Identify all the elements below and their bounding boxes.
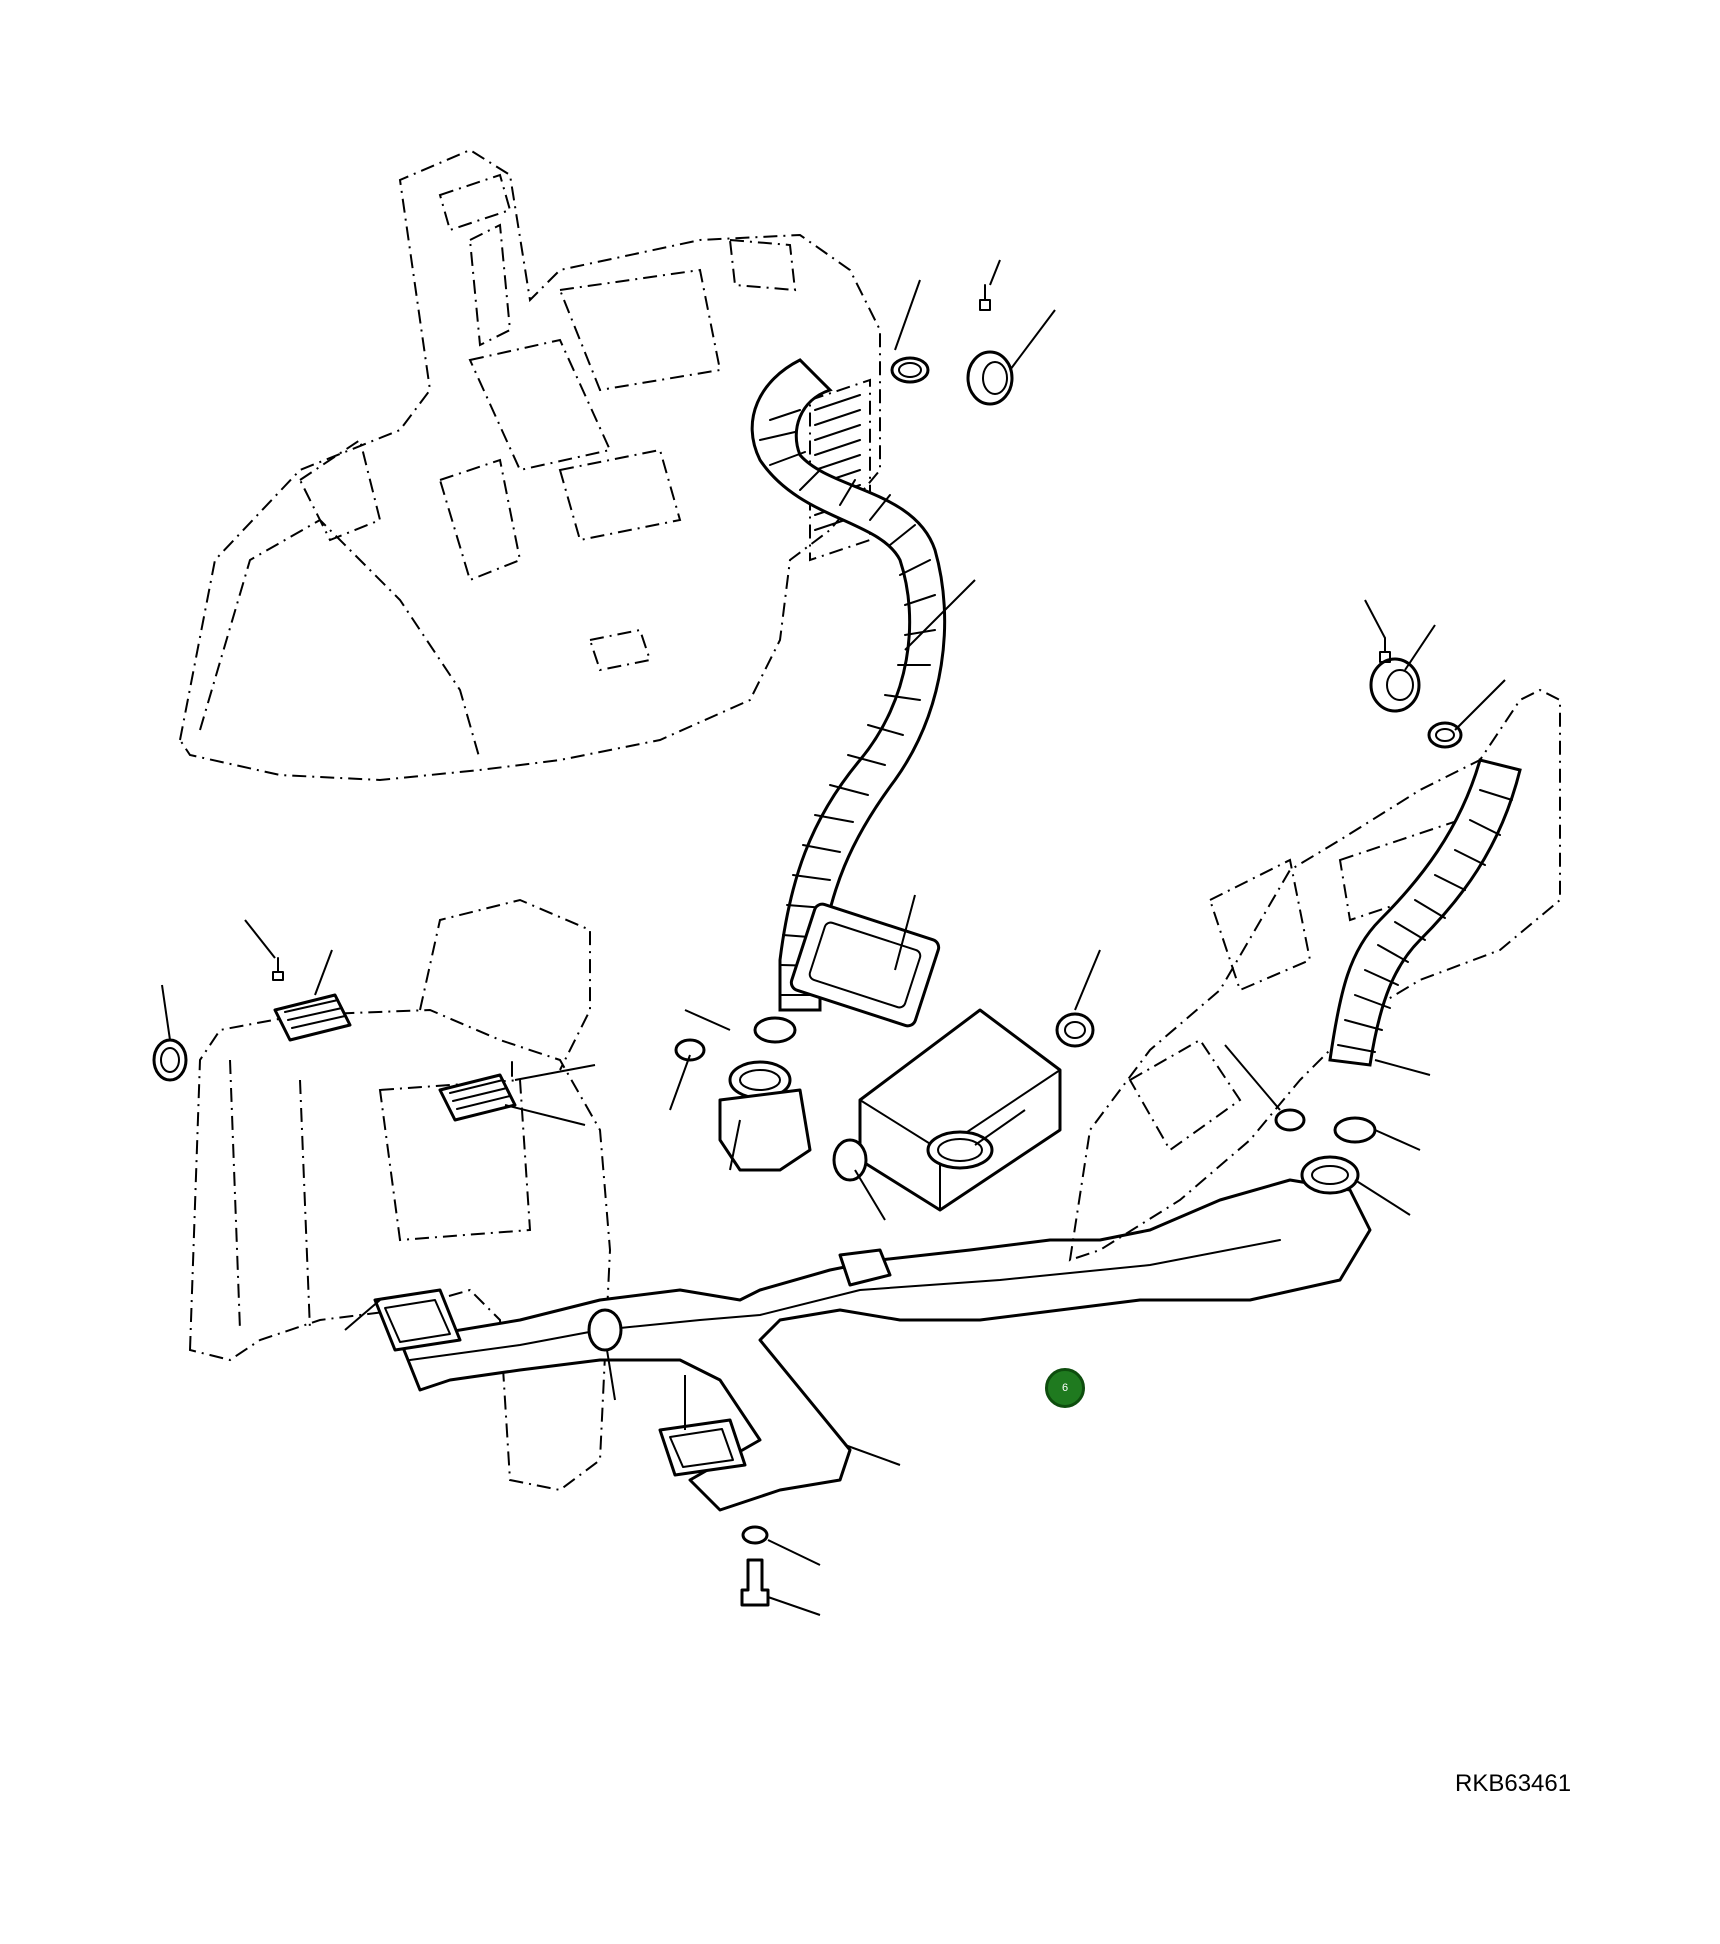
heater-hose-right bbox=[1328, 758, 1522, 1067]
lower-air-duct bbox=[373, 1178, 1372, 1512]
gasket-elbow bbox=[718, 1060, 812, 1172]
plug-left bbox=[674, 1038, 706, 1062]
hose-clamp-top bbox=[890, 356, 930, 384]
heater-hose-upper bbox=[750, 358, 947, 1012]
hose-clamp-heater bbox=[753, 1016, 797, 1044]
heater-unit-box bbox=[789, 902, 1062, 1212]
cap-heater bbox=[832, 1138, 868, 1182]
upper-dashboard-panel bbox=[178, 148, 881, 782]
callout-label: 6 bbox=[1061, 1382, 1069, 1394]
gasket-right bbox=[1300, 1155, 1360, 1195]
grommet-top bbox=[966, 284, 1014, 406]
lower-left-console bbox=[188, 898, 612, 1492]
vent-grille-left bbox=[272, 957, 352, 1042]
vent-grille-center bbox=[438, 1061, 517, 1122]
callout-badge[interactable]: 6 bbox=[1045, 1368, 1085, 1408]
cap-lower-center bbox=[587, 1308, 623, 1352]
washer bbox=[741, 1525, 769, 1545]
drawing-number: RKB63461 bbox=[1455, 1770, 1572, 1797]
grommet-right bbox=[1369, 637, 1421, 713]
right-console bbox=[1068, 688, 1561, 1262]
plug-right bbox=[1274, 1108, 1306, 1132]
leader-lines bbox=[161, 259, 1506, 1616]
bolt bbox=[740, 1558, 770, 1607]
hose-clamp-right-lower bbox=[1333, 1116, 1377, 1144]
hose-clamp-right bbox=[1427, 721, 1463, 749]
grommet-center bbox=[1055, 1012, 1095, 1048]
hose-clamp-left bbox=[152, 1038, 188, 1082]
